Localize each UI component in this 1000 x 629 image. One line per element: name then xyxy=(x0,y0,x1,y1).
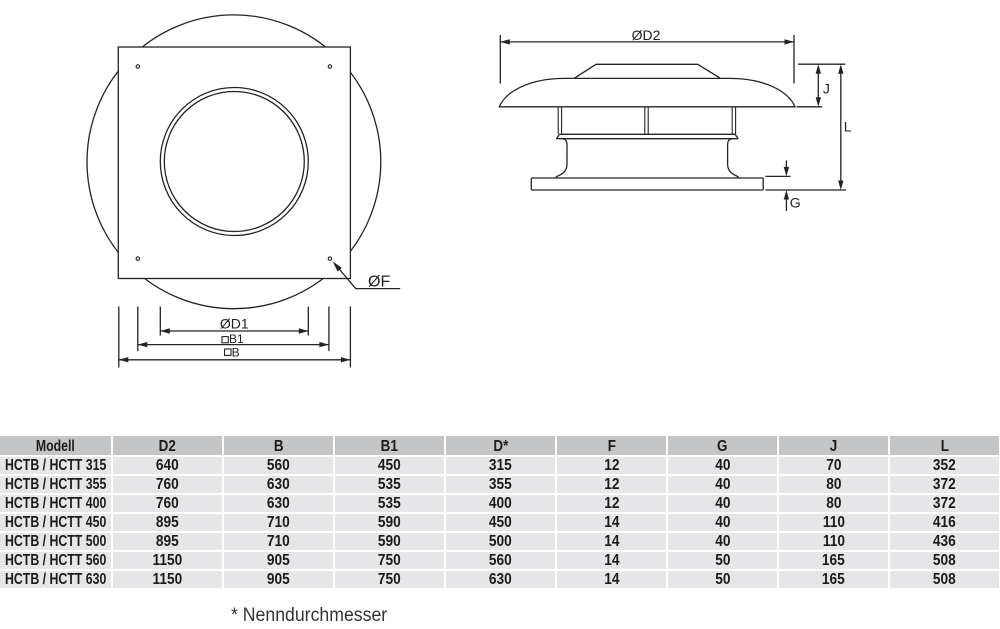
svg-text:G: G xyxy=(790,195,801,211)
svg-text:J: J xyxy=(823,80,830,96)
svg-text:B: B xyxy=(232,345,240,359)
svg-text:ØD1: ØD1 xyxy=(220,315,249,331)
svg-text:ØF: ØF xyxy=(368,274,390,291)
svg-text:L: L xyxy=(844,119,852,135)
svg-text:ØD2: ØD2 xyxy=(632,27,661,43)
svg-text:B1: B1 xyxy=(229,332,244,346)
